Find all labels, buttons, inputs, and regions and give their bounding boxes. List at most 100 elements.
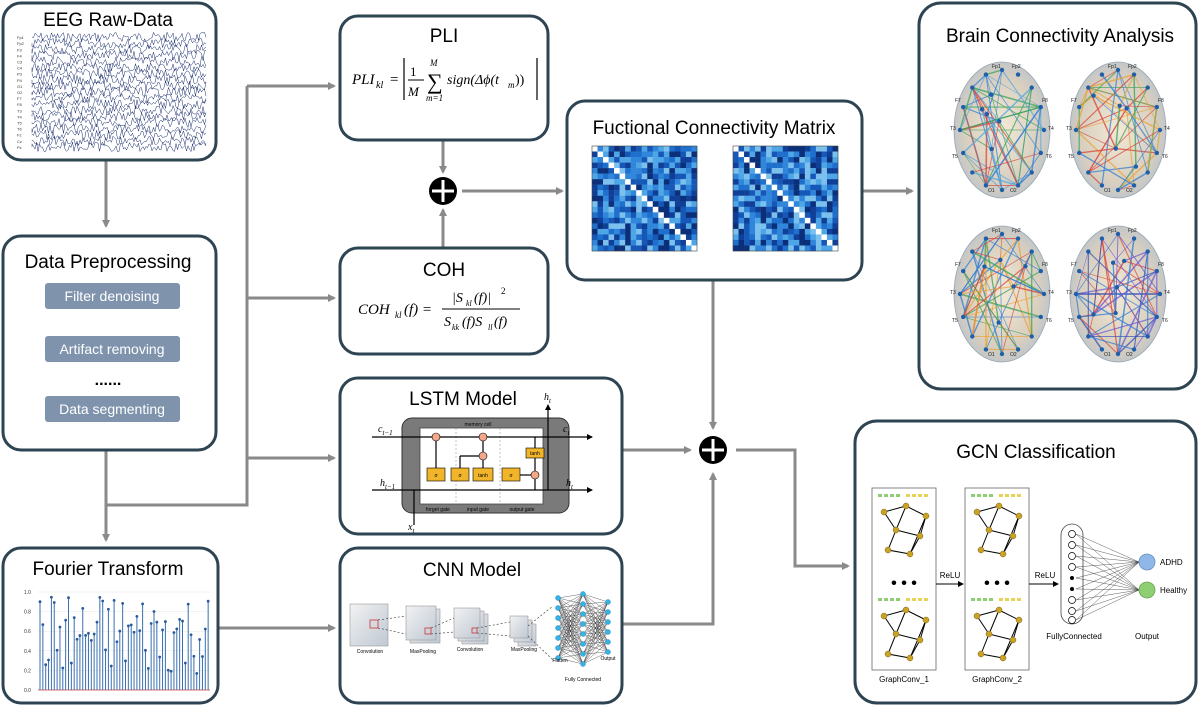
lstm-h-next-sub: t: [571, 483, 574, 491]
coh-title: COH: [423, 260, 465, 281]
svg-text:M: M: [407, 84, 420, 99]
lstm-forget-sigma: σ: [434, 473, 438, 479]
gcn-classification-panel: GCN Classification • • • • • • ReLU ReLU…: [853, 419, 1198, 705]
fourier-y-tick: 1.0: [24, 590, 31, 596]
fully-connected-label: FullyConnected: [1046, 632, 1102, 641]
brain-electrode-label: F8: [1042, 98, 1048, 104]
adhd-class-label: ADHD: [1160, 558, 1183, 567]
svg-text:∑: ∑: [427, 69, 443, 94]
eeg-channel-label: O1: [17, 84, 23, 89]
fourier-y-tick: 0.0: [24, 688, 31, 694]
lstm-cell-diagram: memory cell σ σ tanh σ tanh: [372, 392, 593, 535]
eeg-raw-data-panel: EEG Raw-Data Fp1Fp2F3F4C3C4P3P4O1O2F7F8T…: [1, 1, 218, 162]
relu-2-label: ReLU: [1035, 571, 1056, 580]
brain-electrode-label: Fp2: [1128, 228, 1137, 234]
eeg-channel-label: C4: [17, 66, 23, 71]
pli-panel: PLI PLI kl = 1 M M ∑ m=1 sign(Δϕ(t m )): [338, 14, 550, 142]
fusion-node-1: [429, 177, 457, 205]
lstm-c-prev-sub: t−1: [382, 429, 392, 437]
svg-text:(f): (f): [494, 315, 508, 330]
brain-electrode-label: O2: [1126, 188, 1133, 194]
fourier-y-tick: 0.4: [24, 649, 31, 655]
brain-electrode-label: T3: [1066, 126, 1072, 132]
brain-electrode-label: T5: [952, 318, 958, 324]
lstm-forget-gate-label: forget gate: [426, 507, 450, 513]
cnn-model-panel: CNN Model Convolution MaxPooling: [338, 546, 624, 705]
svg-text:2: 2: [501, 286, 506, 296]
fourier-y-tick: 0.8: [24, 610, 31, 616]
cnn-diagram: Convolution MaxPooling Convolution MaxPo…: [349, 591, 616, 683]
graphconv-2-label: GraphConv_2: [972, 675, 1022, 684]
coh-panel: COH COH kl (f) = |S kl (f)| 2 S kk (f)S …: [338, 246, 550, 356]
brain-electrode-label: F8: [1042, 262, 1048, 268]
cnn-label-output: Output: [600, 656, 616, 662]
preprocessing-ellipsis: ......: [95, 372, 122, 389]
arrow-fuse2-to-gcn: [736, 448, 850, 570]
brain-electrode-label: O2: [1010, 352, 1017, 358]
svg-text:S: S: [444, 315, 451, 330]
brain-electrode-label: T3: [950, 126, 956, 132]
brain-electrode-label: O2: [1126, 352, 1133, 358]
svg-text:M: M: [429, 58, 438, 68]
brain-electrode-label: T4: [1048, 126, 1054, 132]
lstm-h-next: h: [566, 478, 571, 489]
eeg-channel-label: Fp2: [17, 41, 25, 46]
brain-electrode-label: Fp2: [1012, 228, 1021, 234]
eeg-channel-label: Cz: [17, 139, 22, 144]
cnn-label-flatten: Flatten: [552, 658, 568, 664]
brain-electrode-label: Fp1: [1108, 64, 1117, 70]
brain-electrode-label: F8: [1158, 98, 1164, 104]
svg-text:=: =: [390, 72, 398, 88]
cnn-label-fully-connected: Fully Connected: [565, 677, 601, 683]
svg-text:)): )): [515, 73, 525, 88]
svg-text:ct: ct: [563, 424, 570, 437]
eeg-channel-label: Pz: [17, 145, 22, 150]
connectivity-matrix-2: [732, 145, 839, 252]
lstm-input-tanh: tanh: [478, 473, 488, 479]
lstm-output-gate-label: output gate: [509, 507, 534, 513]
fourier-stems: [38, 595, 210, 690]
fusion-node-2: [699, 436, 727, 464]
brain-electrode-label: F7: [1071, 98, 1077, 104]
fourier-title: Fourier Transform: [33, 559, 184, 580]
eeg-channel-label: P3: [17, 72, 23, 77]
lstm-h-prev-sub: t−1: [385, 483, 395, 491]
brain-electrode-label: T3: [1066, 290, 1072, 296]
svg-text:sign(Δϕ(t: sign(Δϕ(t: [447, 73, 500, 88]
cnn-label-maxpooling-1: MaxPooling: [410, 649, 436, 655]
healthy-output-node: [1138, 581, 1156, 599]
artifact-removing-label: Artifact removing: [59, 341, 164, 357]
eeg-channel-label: P4: [17, 78, 23, 83]
lstm-input-gate-label: input gate: [467, 507, 489, 513]
filter-denoising-label: Filter denoising: [65, 288, 160, 304]
svg-text:(f) =: (f) =: [404, 302, 432, 318]
lstm-c-next: c: [563, 424, 568, 435]
lstm-h-top-sub: t: [549, 397, 552, 405]
eeg-channel-label: Fp1: [17, 35, 25, 40]
pli-title: PLI: [430, 26, 459, 47]
brain-electrode-label: O1: [988, 352, 995, 358]
eeg-channel-label: T4: [17, 114, 22, 119]
connectivity-matrix-title: Fuctional Connectivity Matrix: [593, 118, 836, 139]
arrow-branch-trunk: [106, 86, 249, 507]
brain-electrode-label: F8: [1158, 262, 1164, 268]
lstm-cell-tanh: tanh: [530, 451, 540, 457]
pli-equation: PLI kl = 1 M M ∑ m=1 sign(Δϕ(t m )): [351, 58, 538, 103]
fourier-y-ticks: 1.00.80.60.40.20.0: [24, 590, 210, 694]
brain-electrode-label: F7: [955, 262, 961, 268]
flow-arrows: [102, 82, 914, 632]
cnn-label-convolution-2: Convolution: [457, 647, 484, 653]
svg-text:ht: ht: [544, 392, 552, 405]
brain-electrode-label: F7: [1071, 262, 1077, 268]
lstm-x-in: x: [407, 522, 413, 533]
eeg-channel-label: T5: [17, 121, 22, 126]
eeg-channel-label: T3: [17, 108, 22, 113]
brain-electrode-label: Fp1: [992, 64, 1001, 70]
